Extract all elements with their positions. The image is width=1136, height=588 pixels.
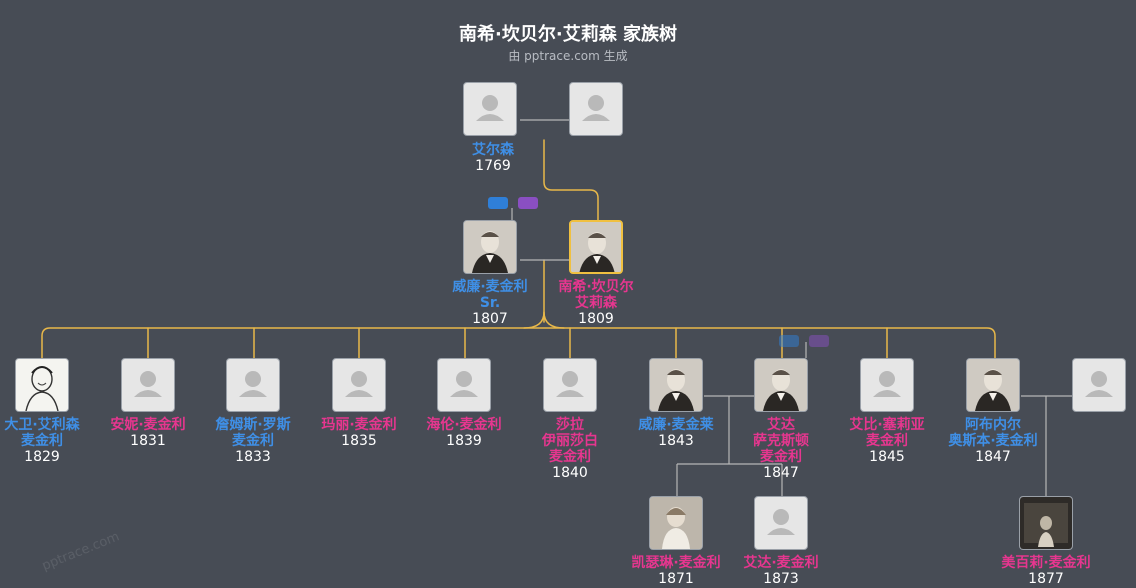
person-name: 大卫·艾利森麦金利 (4, 417, 80, 449)
connector-junction (523, 311, 565, 329)
person-name: 詹姆斯·罗斯麦金利 (215, 417, 291, 449)
person-year: 1877 (1028, 571, 1064, 587)
avatar-placeholder-icon[interactable] (226, 358, 280, 412)
relation-badge-blue[interactable] (488, 197, 508, 209)
person-year: 1769 (475, 158, 511, 174)
relation-badge-purple[interactable] (809, 335, 829, 347)
person-name: 艾达·麦金利 (743, 555, 819, 571)
avatar-placeholder-icon[interactable] (1072, 358, 1126, 412)
avatar-placeholder-icon[interactable] (437, 358, 491, 412)
portrait-photo[interactable] (649, 496, 703, 550)
person-year: 1831 (130, 433, 166, 449)
person-year: 1829 (24, 449, 60, 465)
person-year: 1833 (235, 449, 271, 465)
person-year: 1847 (975, 449, 1011, 465)
person-name: 玛丽·麦金利 (321, 417, 397, 433)
person-year: 1871 (658, 571, 694, 587)
portrait-photo[interactable] (463, 220, 517, 274)
person-year: 1835 (341, 433, 377, 449)
avatar-placeholder-icon[interactable] (121, 358, 175, 412)
person-name: 美百莉·麦金利 (1001, 555, 1091, 571)
person-year: 1847 (763, 465, 799, 481)
person-year: 1839 (446, 433, 482, 449)
portrait-photo[interactable] (15, 358, 69, 412)
relation-badge-purple[interactable] (518, 197, 538, 209)
avatar-placeholder-icon[interactable] (754, 496, 808, 550)
person-name: 威廉·麦金莱 (638, 417, 714, 433)
person-year: 1843 (658, 433, 694, 449)
avatar-placeholder-icon[interactable] (463, 82, 517, 136)
connector-sibling-drops (147, 327, 888, 359)
person-year: 1807 (472, 311, 508, 327)
connector-william-ida-children (676, 396, 783, 496)
avatar-placeholder-icon[interactable] (332, 358, 386, 412)
avatar-placeholder-icon[interactable] (860, 358, 914, 412)
avatar-placeholder-icon[interactable] (569, 82, 623, 136)
portrait-photo[interactable] (966, 358, 1020, 412)
relation-badge-blue[interactable] (779, 335, 799, 347)
person-year: 1873 (763, 571, 799, 587)
person-name: 安妮·麦金利 (110, 417, 186, 433)
avatar-placeholder-icon[interactable] (543, 358, 597, 412)
person-name: 艾达萨克斯顿麦金利 (753, 417, 809, 465)
person-year: 1809 (578, 311, 614, 327)
person-year: 1840 (552, 465, 588, 481)
portrait-photo[interactable] (649, 358, 703, 412)
person-name: 南希·坎贝尔艾莉森 (558, 279, 634, 311)
person-name: 莎拉伊丽莎白麦金利 (542, 417, 598, 465)
person-name: 艾尔森 (472, 142, 514, 158)
person-name: 阿布内尔奥斯本·麦金利 (948, 417, 1038, 449)
person-name: 艾比·塞莉亚麦金利 (849, 417, 925, 449)
connector-sibling-bar (41, 327, 996, 359)
page-subtitle: 由 pptrace.com 生成 (508, 49, 628, 63)
portrait-photo[interactable] (569, 220, 623, 274)
person-name: 凯瑟琳·麦金利 (631, 555, 721, 571)
connector-parent-to-nancy (543, 139, 599, 221)
person-name: 海伦·麦金利 (426, 417, 502, 433)
person-year: 1845 (869, 449, 905, 465)
portrait-photo[interactable] (754, 358, 808, 412)
portrait-photo[interactable] (1019, 496, 1073, 550)
page-title: 南希·坎贝尔·艾莉森 家族树 (459, 24, 677, 45)
